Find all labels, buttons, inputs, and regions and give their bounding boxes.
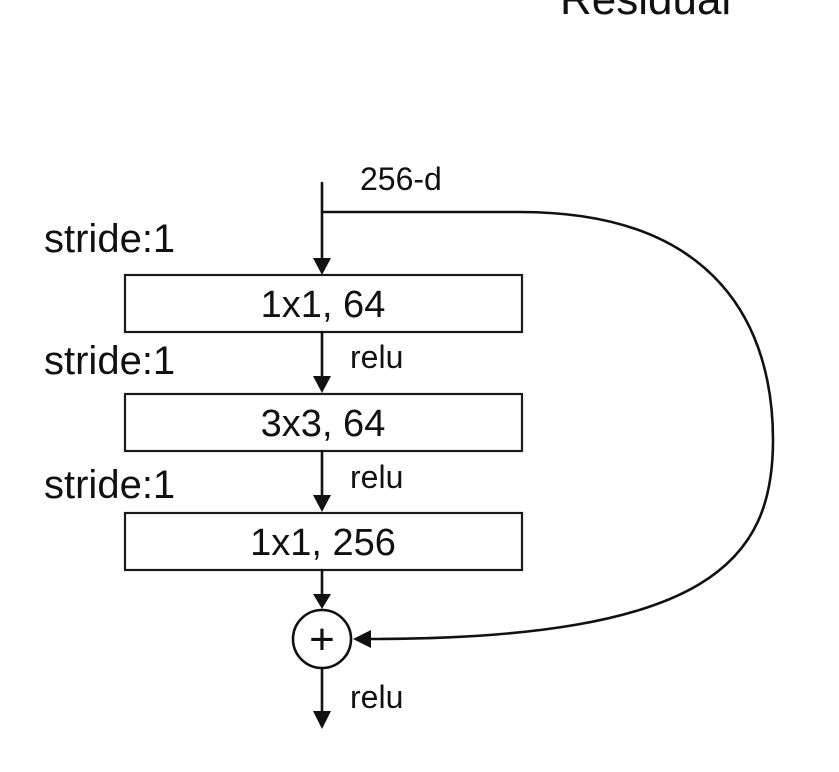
layer-label-1: 1x1, 64 xyxy=(261,284,386,326)
stride-label-1: stride:1 xyxy=(44,217,175,261)
activation-label-2: relu xyxy=(350,459,403,495)
layer-box-1 xyxy=(123,273,524,334)
layer-box-2 xyxy=(123,392,524,453)
skip-connection-path xyxy=(320,210,775,641)
input-dimension-label: 256-d xyxy=(360,161,442,197)
activation-label-3: relu xyxy=(350,679,403,715)
output-arrow-head xyxy=(313,711,331,729)
stride-label-3: stride:1 xyxy=(44,463,175,507)
sum-symbol: + xyxy=(309,615,335,664)
layer-label-3: 1x1, 256 xyxy=(250,522,396,564)
arrow-head-2-3 xyxy=(313,495,331,512)
arrow-head-3-sum xyxy=(313,594,331,609)
slide-title-fragment: Residual xyxy=(560,0,731,24)
input-arrow-head xyxy=(313,258,331,275)
layer-box-3 xyxy=(123,511,524,572)
activation-label-1: relu xyxy=(350,339,403,375)
layer-label-2: 3x3, 64 xyxy=(261,403,386,445)
stride-label-2: stride:1 xyxy=(44,339,175,383)
arrow-head-1-2 xyxy=(313,376,331,393)
skip-connection-arrow-head xyxy=(353,630,371,648)
